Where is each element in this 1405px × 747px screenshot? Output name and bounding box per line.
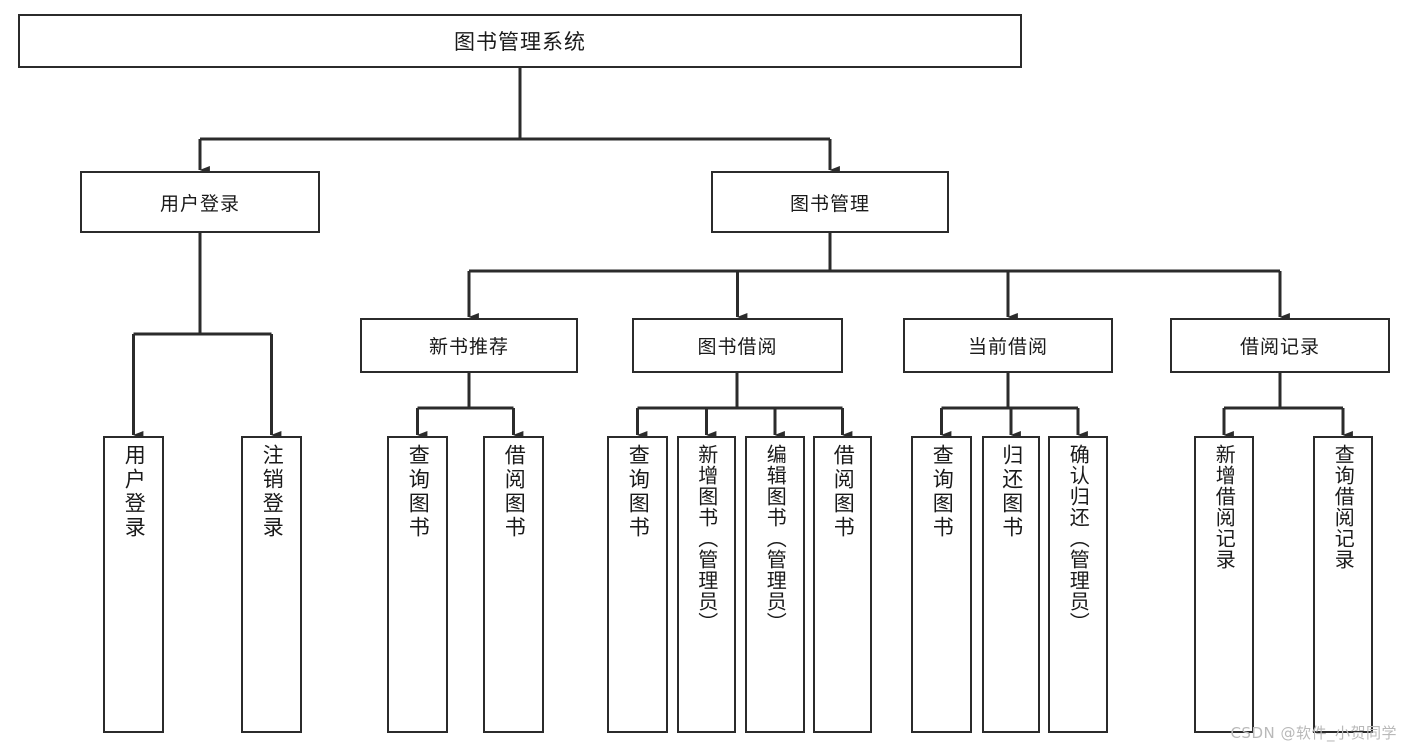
node-leaf-user-logout-label: 注销登录 (260, 444, 285, 540)
node-leaf-borrow-book-new-label: 借阅图书 (502, 444, 527, 540)
node-leaf-return-book[interactable]: 归还图书 (982, 436, 1040, 733)
node-root[interactable]: 图书管理系统 (18, 14, 1022, 68)
node-new-book-recommend[interactable]: 新书推荐 (360, 318, 578, 373)
node-current-borrow-label: 当前借阅 (967, 336, 1048, 358)
node-leaf-confirm-return-admin[interactable]: 确认归还（管理员） (1048, 436, 1108, 733)
node-book-management-label: 图书管理 (789, 192, 870, 215)
node-leaf-return-book-label: 归还图书 (999, 444, 1024, 540)
node-leaf-query-book-new-label: 查询图书 (406, 444, 431, 540)
node-leaf-borrow-book-new[interactable]: 借阅图书 (483, 436, 544, 733)
node-leaf-add-book-admin[interactable]: 新增图书（管理员） (677, 436, 736, 733)
node-leaf-borrow-book[interactable]: 借阅图书 (813, 436, 872, 733)
node-leaf-user-login[interactable]: 用户登录 (103, 436, 164, 733)
csdn-watermark: CSDN @软件_小贺同学 (1230, 724, 1397, 742)
node-leaf-user-logout[interactable]: 注销登录 (241, 436, 302, 733)
node-leaf-borrow-book-label: 借阅图书 (831, 444, 856, 540)
node-root-label: 图书管理系统 (454, 30, 586, 54)
node-leaf-query-book-current[interactable]: 查询图书 (911, 436, 972, 733)
node-borrow-record[interactable]: 借阅记录 (1170, 318, 1390, 373)
node-leaf-query-book-borrow-label: 查询图书 (626, 444, 651, 540)
node-new-book-recommend-label: 新书推荐 (428, 336, 509, 358)
node-leaf-query-book-current-label: 查询图书 (930, 444, 955, 540)
node-user-login-label: 用户登录 (159, 192, 240, 215)
node-leaf-user-login-label: 用户登录 (122, 444, 147, 540)
node-leaf-query-borrow-record-label: 查询借阅记录 (1331, 444, 1356, 570)
node-current-borrow[interactable]: 当前借阅 (903, 318, 1113, 373)
node-borrow-record-label: 借阅记录 (1239, 336, 1320, 358)
node-leaf-add-borrow-record[interactable]: 新增借阅记录 (1194, 436, 1254, 733)
node-leaf-query-book-borrow[interactable]: 查询图书 (607, 436, 668, 733)
node-leaf-add-borrow-record-label: 新增借阅记录 (1212, 444, 1237, 570)
node-leaf-edit-book-admin-label: 编辑图书（管理员） (763, 444, 788, 633)
node-leaf-edit-book-admin[interactable]: 编辑图书（管理员） (745, 436, 805, 733)
node-leaf-query-book-new[interactable]: 查询图书 (387, 436, 448, 733)
node-leaf-add-book-admin-label: 新增图书（管理员） (694, 444, 719, 633)
node-book-borrow[interactable]: 图书借阅 (632, 318, 843, 373)
node-book-management[interactable]: 图书管理 (711, 171, 949, 233)
node-leaf-confirm-return-admin-label: 确认归还（管理员） (1066, 444, 1091, 633)
node-book-borrow-label: 图书借阅 (697, 336, 778, 358)
node-user-login[interactable]: 用户登录 (80, 171, 320, 233)
node-leaf-query-borrow-record[interactable]: 查询借阅记录 (1313, 436, 1373, 733)
